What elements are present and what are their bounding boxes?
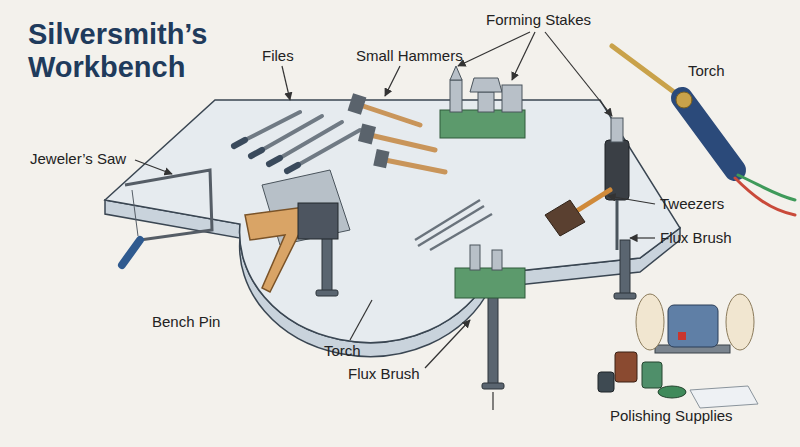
part-label: Small Hammers <box>356 47 463 65</box>
small-vise <box>455 245 525 298</box>
part-label: Flux Brush <box>660 229 732 247</box>
flux-brush <box>545 190 610 236</box>
part-label: Flux Brush <box>348 365 420 383</box>
diagram-title: Silversmith’s Workbench <box>28 18 228 84</box>
bench-clamps <box>316 232 636 389</box>
bench-pin <box>245 203 338 292</box>
files <box>234 112 360 171</box>
polishing-jars <box>598 352 758 408</box>
tweezers <box>415 200 492 250</box>
bench-top <box>105 100 680 342</box>
part-label: Torch <box>688 62 725 80</box>
part-label: Jeweler’s Saw <box>30 150 126 168</box>
part-label: Tweezers <box>660 195 724 213</box>
forming-stakes <box>440 66 629 250</box>
jewelers-saw <box>122 170 212 265</box>
small-hammers <box>348 93 445 172</box>
leader-lines <box>135 32 655 410</box>
part-label: Bench Pin <box>152 313 220 331</box>
part-label: Forming Stakes <box>486 11 591 29</box>
part-label: Torch <box>324 342 361 360</box>
part-label: Polishing Supplies <box>610 407 733 425</box>
polishing-grinder <box>636 294 754 353</box>
torch <box>612 46 795 215</box>
part-label: Files <box>262 47 294 65</box>
